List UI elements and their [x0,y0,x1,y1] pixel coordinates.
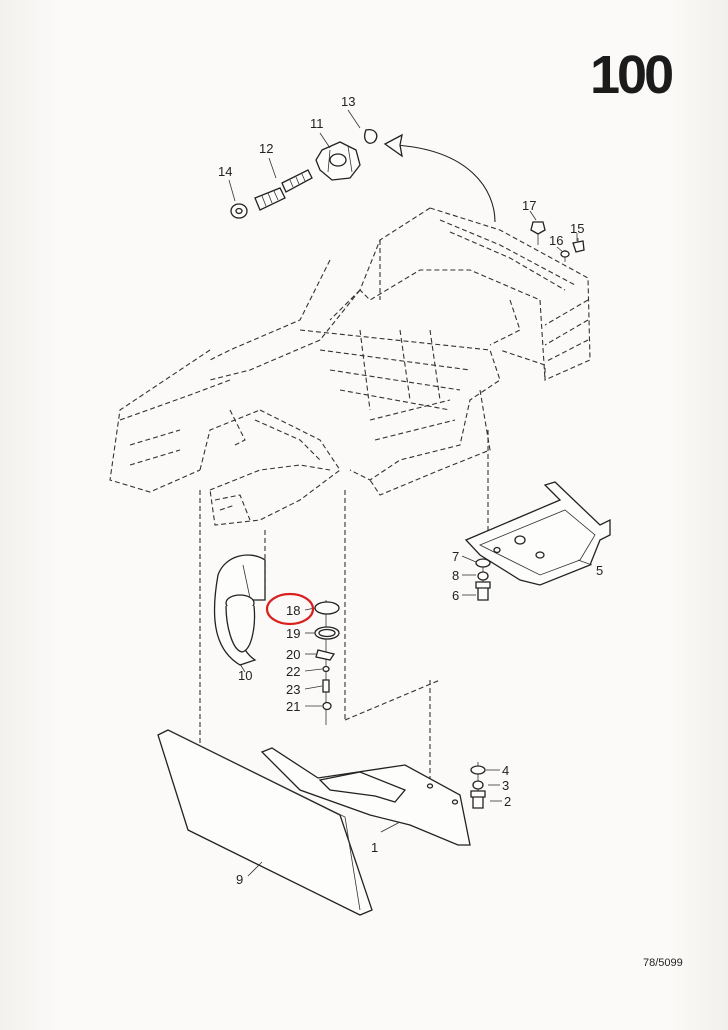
fasteners-rear [530,221,585,258]
main-skid-plate [260,747,486,846]
side-panel [157,729,373,916]
callout-17: 17 [522,198,536,213]
callout-6: 6 [452,588,459,603]
callout-10: 10 [238,668,252,683]
callout-20: 20 [286,647,300,662]
rear-skid-plate [464,481,611,601]
callout-18: 18 [286,603,300,618]
callout-19: 19 [286,626,300,641]
callout-labels: 1 2 3 4 5 6 7 8 9 10 11 12 13 14 15 16 1… [218,94,603,887]
callout-9: 9 [236,872,243,887]
callout-2: 2 [504,794,511,809]
callout-leaders [228,109,593,877]
callout-3: 3 [502,778,509,793]
highlight-circle [265,592,315,626]
callout-23: 23 [286,682,300,697]
callout-4: 4 [502,763,509,778]
callout-15: 15 [570,221,584,236]
direction-arrow-icon [383,133,403,158]
callout-22: 22 [286,664,300,679]
callout-21: 21 [286,699,300,714]
callout-16: 16 [549,233,563,248]
callout-11: 11 [310,116,324,131]
callout-12: 12 [259,141,273,156]
callout-7: 7 [452,549,459,564]
callout-14: 14 [218,164,232,179]
callout-8: 8 [452,568,459,583]
drawing-reference-code: 78/5099 [643,957,683,969]
pivot-assembly [230,129,378,219]
page-number: 100 [590,45,674,105]
front-cover-assembly [213,554,340,711]
callout-5: 5 [596,563,603,578]
assembly-lines [199,133,579,805]
callout-13: 13 [341,94,355,109]
callout-1: 1 [371,840,378,855]
chassis-frame [109,207,591,526]
